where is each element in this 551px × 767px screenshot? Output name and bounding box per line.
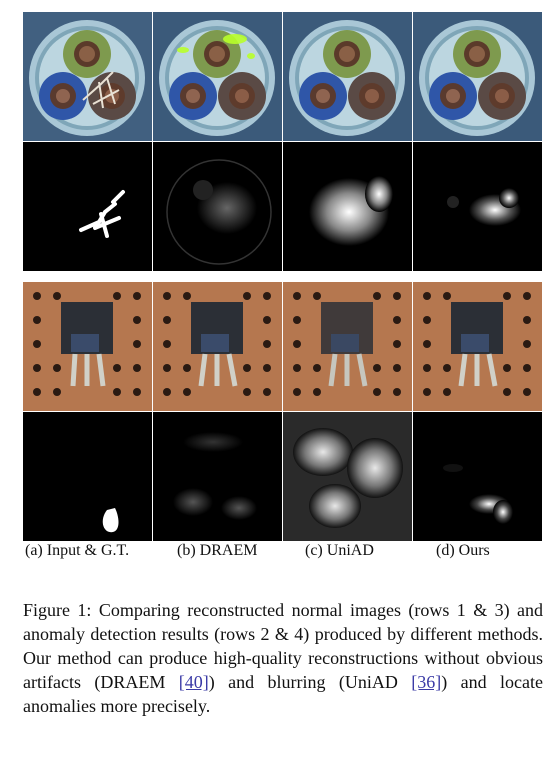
caption-suffix: ) and locate anomalies more precisely.: [23, 672, 544, 716]
cable-ours-reconstruction: [413, 12, 542, 141]
row-cable-reconstruction: [23, 12, 543, 141]
cable-draem-reconstruction: [153, 12, 282, 141]
ref-draem-link[interactable]: [40]: [178, 672, 209, 692]
cable-draem-anomaly-map: [153, 142, 282, 271]
cable-ours-anomaly-map: [413, 142, 542, 271]
cable-uniad-anomaly-map: [283, 142, 412, 271]
transistor-uniad-anomaly-map: [283, 412, 412, 541]
caption-prefix: Figure 1: Comparing reconstructed normal…: [23, 600, 543, 692]
transistor-input-image: [23, 282, 152, 411]
label-ours: (d) Ours: [436, 542, 490, 559]
caption-middle: ) and blurring (UniAD: [208, 672, 412, 692]
label-input-gt: (a) Input & G.T.: [25, 542, 130, 559]
cable-input-image: [23, 12, 152, 141]
figure-grid: [23, 12, 543, 541]
transistor-ground-truth-mask: [23, 412, 152, 541]
label-uniad: (c) UniAD: [305, 542, 374, 559]
label-draem: (b) DRAEM: [177, 542, 258, 559]
row-cable-anomaly-maps: [23, 142, 543, 271]
row-transistor-anomaly-maps: [23, 412, 543, 541]
row-transistor-reconstruction: [23, 282, 543, 411]
cable-uniad-reconstruction: [283, 12, 412, 141]
figure-caption: Figure 1: Comparing reconstructed normal…: [23, 598, 543, 718]
ref-uniad-link[interactable]: [36]: [411, 672, 442, 692]
subfigure-labels: (a) Input & G.T. (b) DRAEM (c) UniAD (d)…: [23, 542, 543, 564]
cable-ground-truth-mask: [23, 142, 152, 271]
transistor-draem-anomaly-map: [153, 412, 282, 541]
transistor-ours-reconstruction: [413, 282, 542, 411]
transistor-uniad-reconstruction: [283, 282, 412, 411]
transistor-draem-reconstruction: [153, 282, 282, 411]
transistor-ours-anomaly-map: [413, 412, 542, 541]
